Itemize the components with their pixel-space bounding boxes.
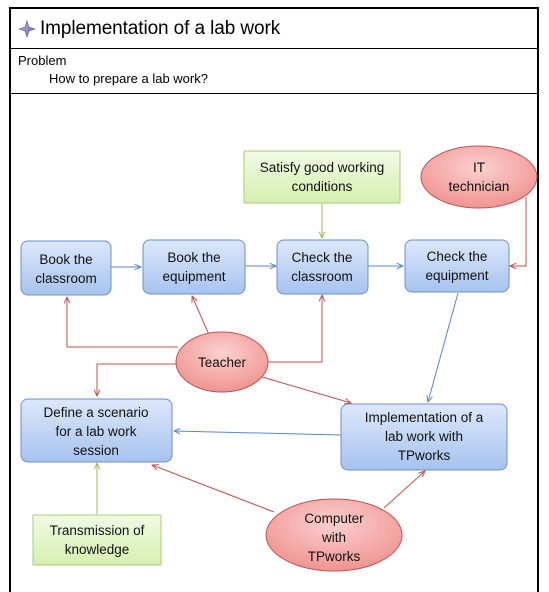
problem-label: Problem [18,53,67,68]
page-title: Implementation of a lab work [40,17,281,39]
arrow-implementation-to-define-scenario [174,431,342,436]
arrow-computer-to-implementation [383,471,425,509]
arrow-computer-to-define-scenario [152,465,275,513]
problem-text: How to prepare a lab work? [49,71,208,86]
title-bar: Implementation of a lab work [11,9,537,49]
arrow-check-equipment-to-implementation [428,292,459,402]
arrow-teacher-to-book-classroom [67,297,178,348]
actor-node-teacher: Teacher [175,331,269,393]
problem-section: Problem How to prepare a lab work? [11,49,537,94]
arrow-teacher-to-implementation [261,376,351,403]
arrow-teacher-to-book-equipment [192,296,211,338]
arrow-teacher-to-check-classroom [268,295,322,363]
arrow-teacher-to-define-scenario [97,363,180,396]
svg-text:Teacher: Teacher [198,355,247,370]
connectors [67,197,527,514]
four-point-star-icon [18,19,36,38]
arrow-it-technician-to-check-equipment [510,197,527,266]
